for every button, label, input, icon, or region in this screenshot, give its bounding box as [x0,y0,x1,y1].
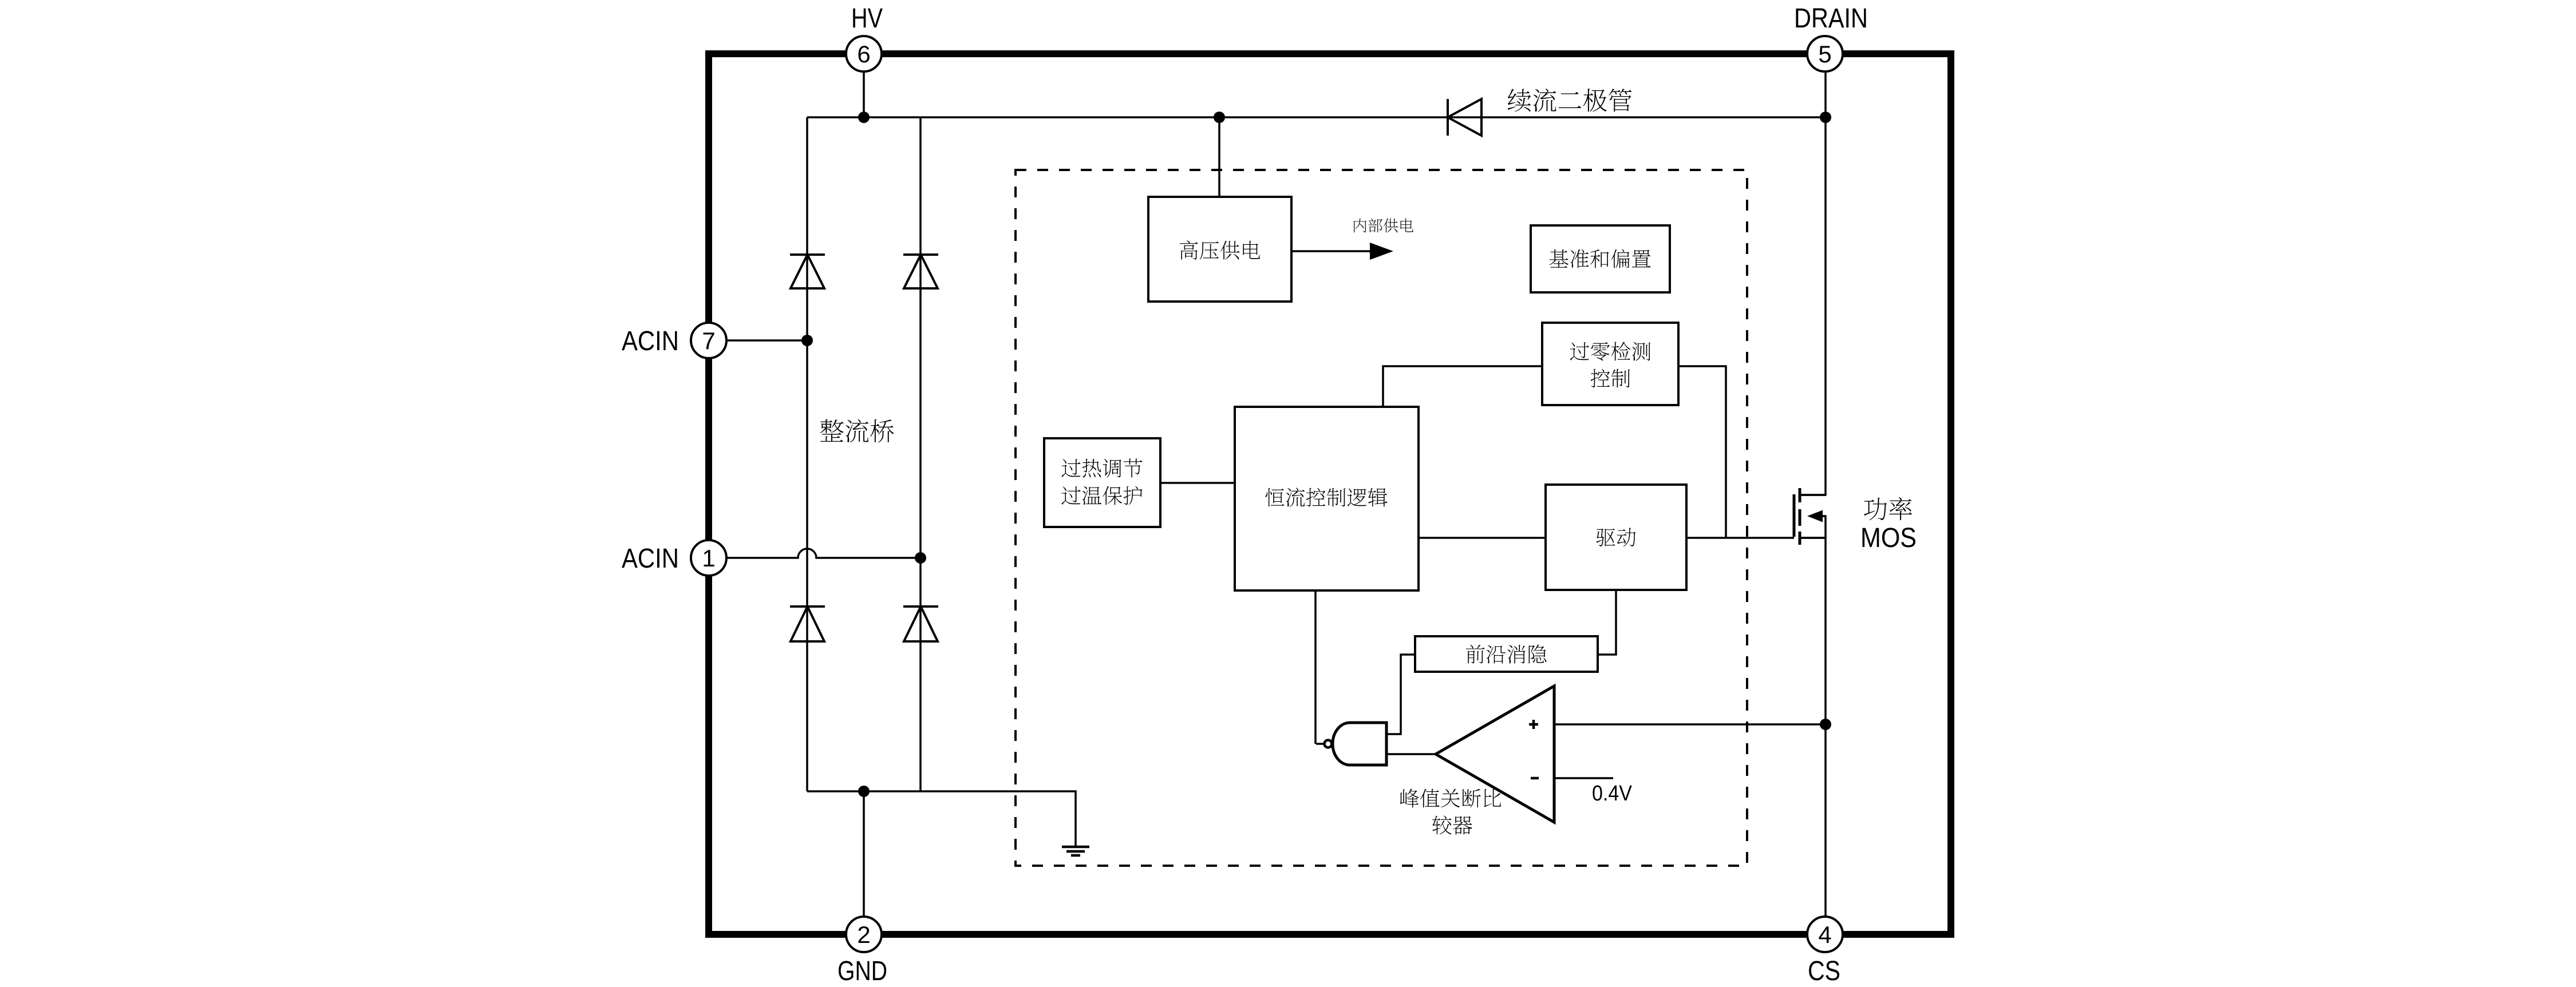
svg-text:CS: CS [1808,956,1840,986]
svg-text:7: 7 [702,327,715,354]
svg-text:0.4V: 0.4V [1592,782,1633,806]
svg-text:5: 5 [1818,41,1831,68]
svg-text:1: 1 [702,545,715,572]
svg-text:ACIN: ACIN [622,543,679,574]
svg-text:DRAIN: DRAIN [1794,3,1868,34]
svg-text:HV: HV [851,3,883,34]
svg-text:2: 2 [857,921,870,948]
svg-text:MOS: MOS [1860,522,1917,553]
svg-text:GND: GND [837,956,887,986]
svg-text:4: 4 [1818,921,1831,948]
svg-text:ACIN: ACIN [622,326,679,356]
svg-text:6: 6 [857,41,870,68]
